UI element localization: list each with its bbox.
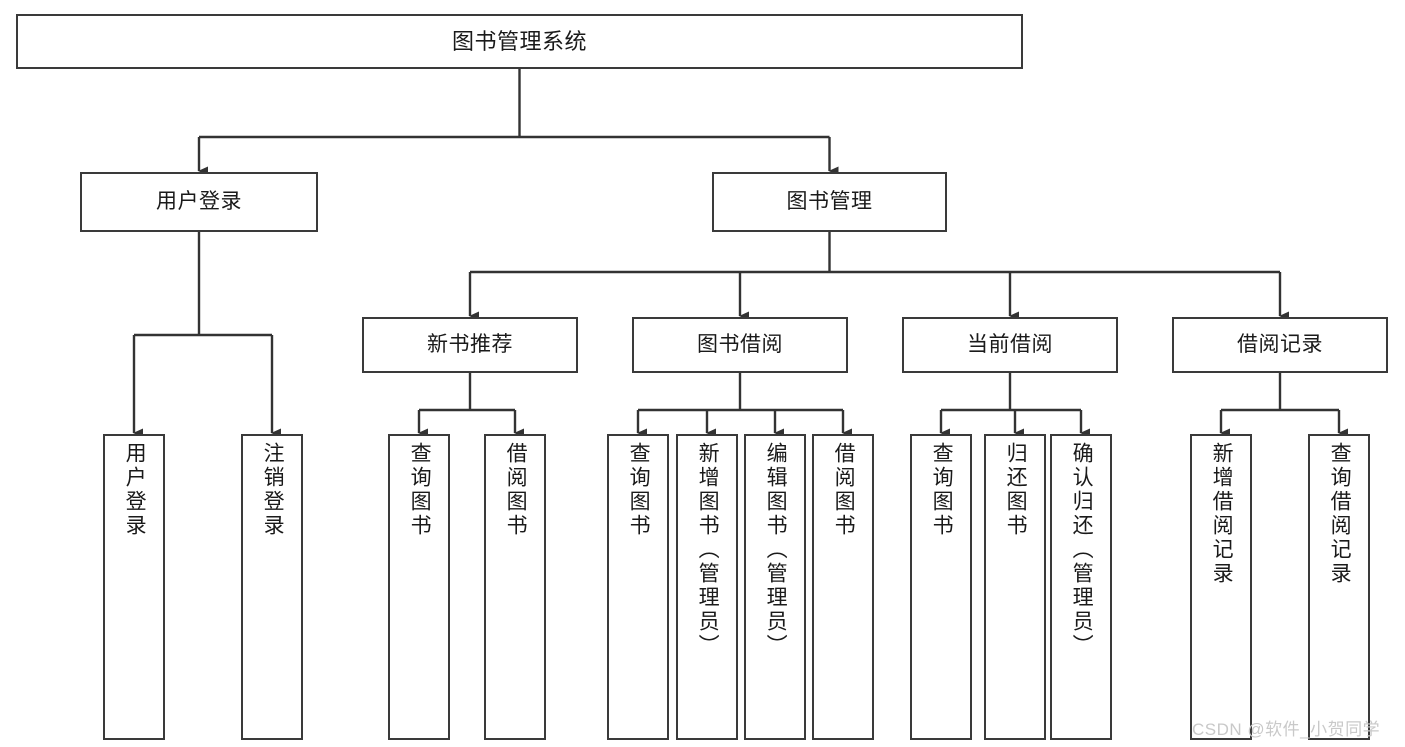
node-current-borrow-label: 当前借阅	[967, 332, 1053, 356]
node-borrow-record-label: 借阅记录	[1237, 332, 1323, 356]
node-book-borrow[interactable]: 图书借阅	[632, 317, 848, 373]
leaf-query-book-borrow-label: 查询图书	[627, 442, 651, 538]
csdn-watermark: CSDN @软件_小贺同学	[1192, 720, 1381, 739]
leaf-query-record[interactable]: 查询借阅记录	[1308, 434, 1370, 740]
leaf-user-login-label: 用户登录	[123, 442, 147, 538]
node-borrow-record[interactable]: 借阅记录	[1172, 317, 1388, 373]
leaf-logout-label: 注销登录	[261, 442, 285, 538]
leaf-user-login[interactable]: 用户登录	[103, 434, 165, 740]
leaf-borrow-book-rec-label: 借阅图书	[504, 442, 528, 538]
leaf-query-book-rec[interactable]: 查询图书	[388, 434, 450, 740]
leaf-borrow-book-rec[interactable]: 借阅图书	[484, 434, 546, 740]
leaf-borrow-book[interactable]: 借阅图书	[812, 434, 874, 740]
leaf-borrow-book-label: 借阅图书	[832, 442, 856, 538]
node-root[interactable]: 图书管理系统	[16, 14, 1023, 69]
node-root-label: 图书管理系统	[451, 28, 587, 54]
leaf-add-record[interactable]: 新增借阅记录	[1190, 434, 1252, 740]
leaf-query-book-borrow[interactable]: 查询图书	[607, 434, 669, 740]
node-book-manage[interactable]: 图书管理	[712, 172, 947, 232]
node-user-login[interactable]: 用户登录	[80, 172, 318, 232]
leaf-confirm-return-label: 确认归还（管理员）	[1070, 442, 1094, 658]
leaf-query-record-label: 查询借阅记录	[1328, 442, 1352, 586]
leaf-logout[interactable]: 注销登录	[241, 434, 303, 740]
leaf-edit-book[interactable]: 编辑图书（管理员）	[744, 434, 806, 740]
leaf-return-book[interactable]: 归还图书	[984, 434, 1046, 740]
leaf-confirm-return[interactable]: 确认归还（管理员）	[1050, 434, 1112, 740]
node-book-borrow-label: 图书借阅	[697, 332, 783, 356]
node-new-book-rec[interactable]: 新书推荐	[362, 317, 578, 373]
node-user-login-label: 用户登录	[156, 189, 242, 213]
leaf-add-book-label: 新增图书（管理员）	[696, 442, 720, 658]
leaf-query-book-cur-label: 查询图书	[930, 442, 954, 538]
leaf-query-book-cur[interactable]: 查询图书	[910, 434, 972, 740]
node-book-manage-label: 图书管理	[786, 189, 873, 213]
leaf-query-book-rec-label: 查询图书	[408, 442, 432, 538]
node-new-book-rec-label: 新书推荐	[427, 332, 513, 356]
node-current-borrow[interactable]: 当前借阅	[902, 317, 1118, 373]
leaf-add-record-label: 新增借阅记录	[1210, 442, 1234, 586]
leaf-return-book-label: 归还图书	[1004, 442, 1028, 538]
leaf-edit-book-label: 编辑图书（管理员）	[764, 442, 788, 658]
leaf-add-book[interactable]: 新增图书（管理员）	[676, 434, 738, 740]
